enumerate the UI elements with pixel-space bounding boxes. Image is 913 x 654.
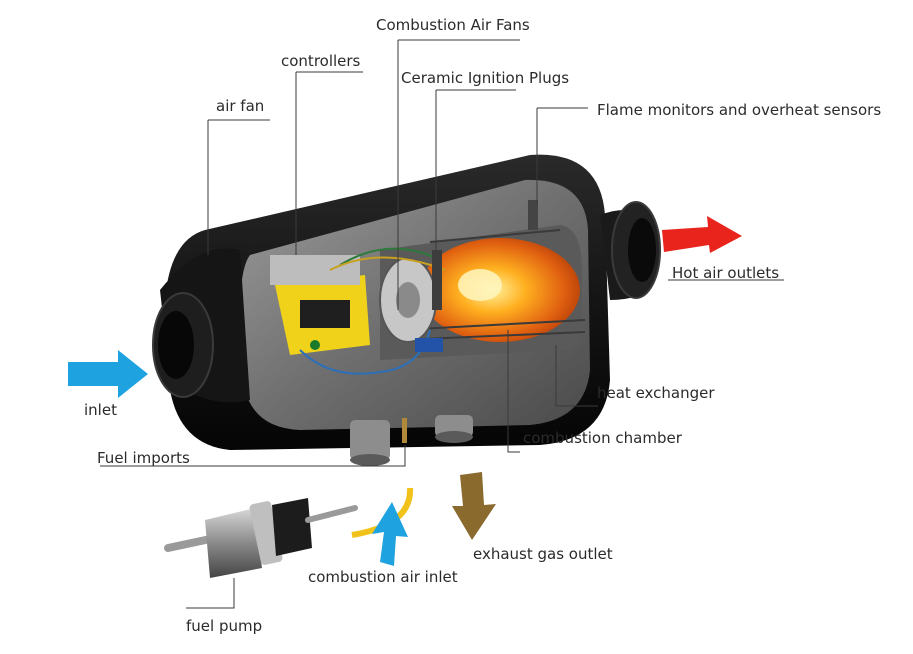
label-heat-exchanger: heat exchanger	[597, 384, 715, 402]
arrow-right-icon	[662, 216, 742, 253]
label-hot-air-outlets: Hot air outlets	[672, 264, 780, 282]
label-exhaust-gas-outlet: exhaust gas outlet	[473, 545, 613, 563]
label-combustion-air-fans: Combustion Air Fans	[376, 16, 530, 34]
label-ceramic-ignition-plugs: Ceramic Ignition Plugs	[401, 69, 570, 87]
label-combustion-air-inlet: combustion air inlet	[308, 568, 458, 586]
leader-lines	[100, 39, 784, 609]
label-combustion-chamber: combustion chamber	[523, 429, 682, 447]
label-fuel-pump: fuel pump	[186, 617, 263, 635]
fuel-pump-illustration	[164, 498, 358, 578]
label-inlet: inlet	[84, 401, 117, 419]
label-air-fan: air fan	[216, 97, 265, 115]
arrow-right-icon	[68, 350, 148, 398]
arrow-down-icon	[452, 472, 496, 540]
arrow-up-icon	[372, 502, 408, 566]
label-fuel-imports: Fuel imports	[97, 449, 190, 467]
label-controllers: controllers	[281, 52, 361, 70]
heater-body	[152, 154, 661, 466]
label-flame-monitors: Flame monitors and overheat sensors	[597, 101, 882, 119]
